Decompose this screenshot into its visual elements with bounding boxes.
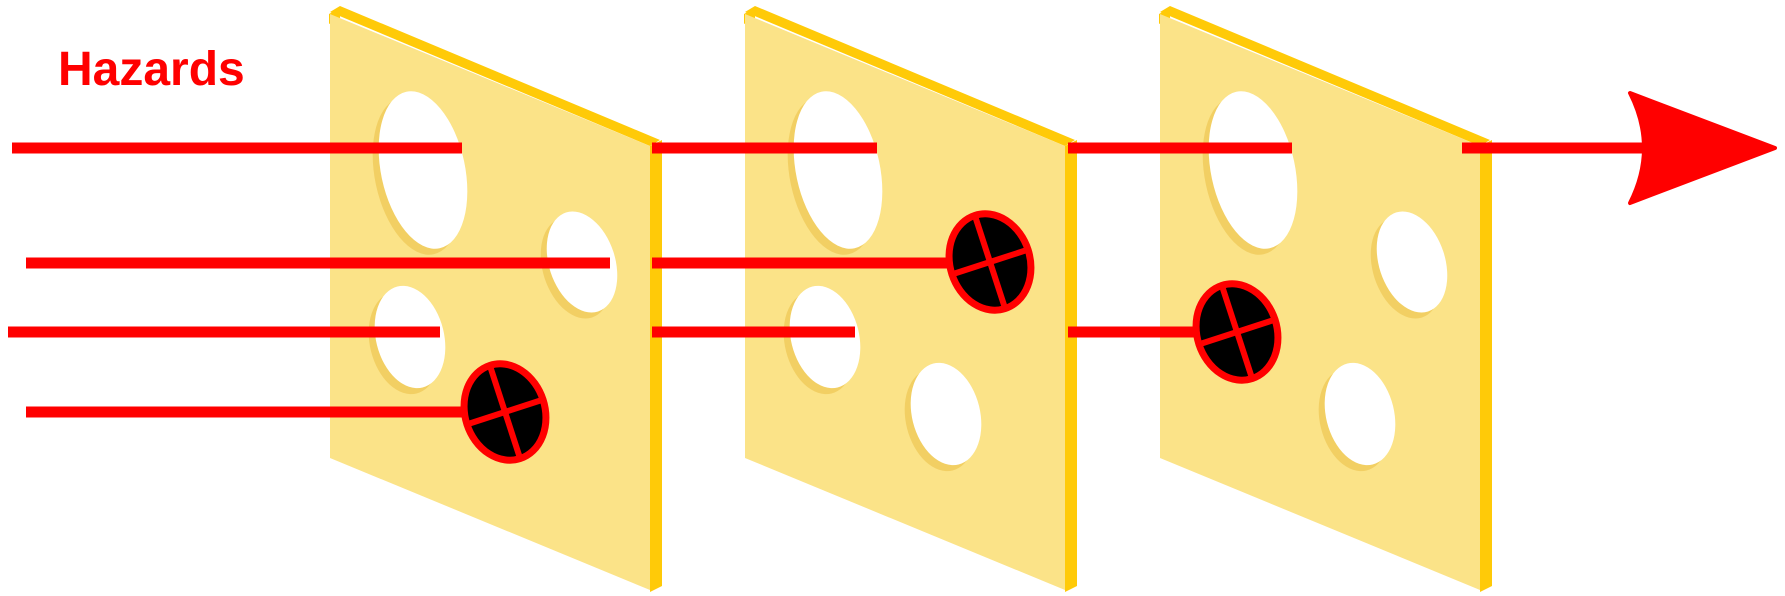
slice-side-edge [1065, 140, 1077, 592]
hazard-arrowhead [1630, 93, 1775, 203]
cheese-slice-1 [329, 6, 662, 592]
slice-side-edge [650, 140, 662, 592]
slice-side-edge [1480, 140, 1492, 592]
cheese-slice-2 [744, 6, 1077, 592]
